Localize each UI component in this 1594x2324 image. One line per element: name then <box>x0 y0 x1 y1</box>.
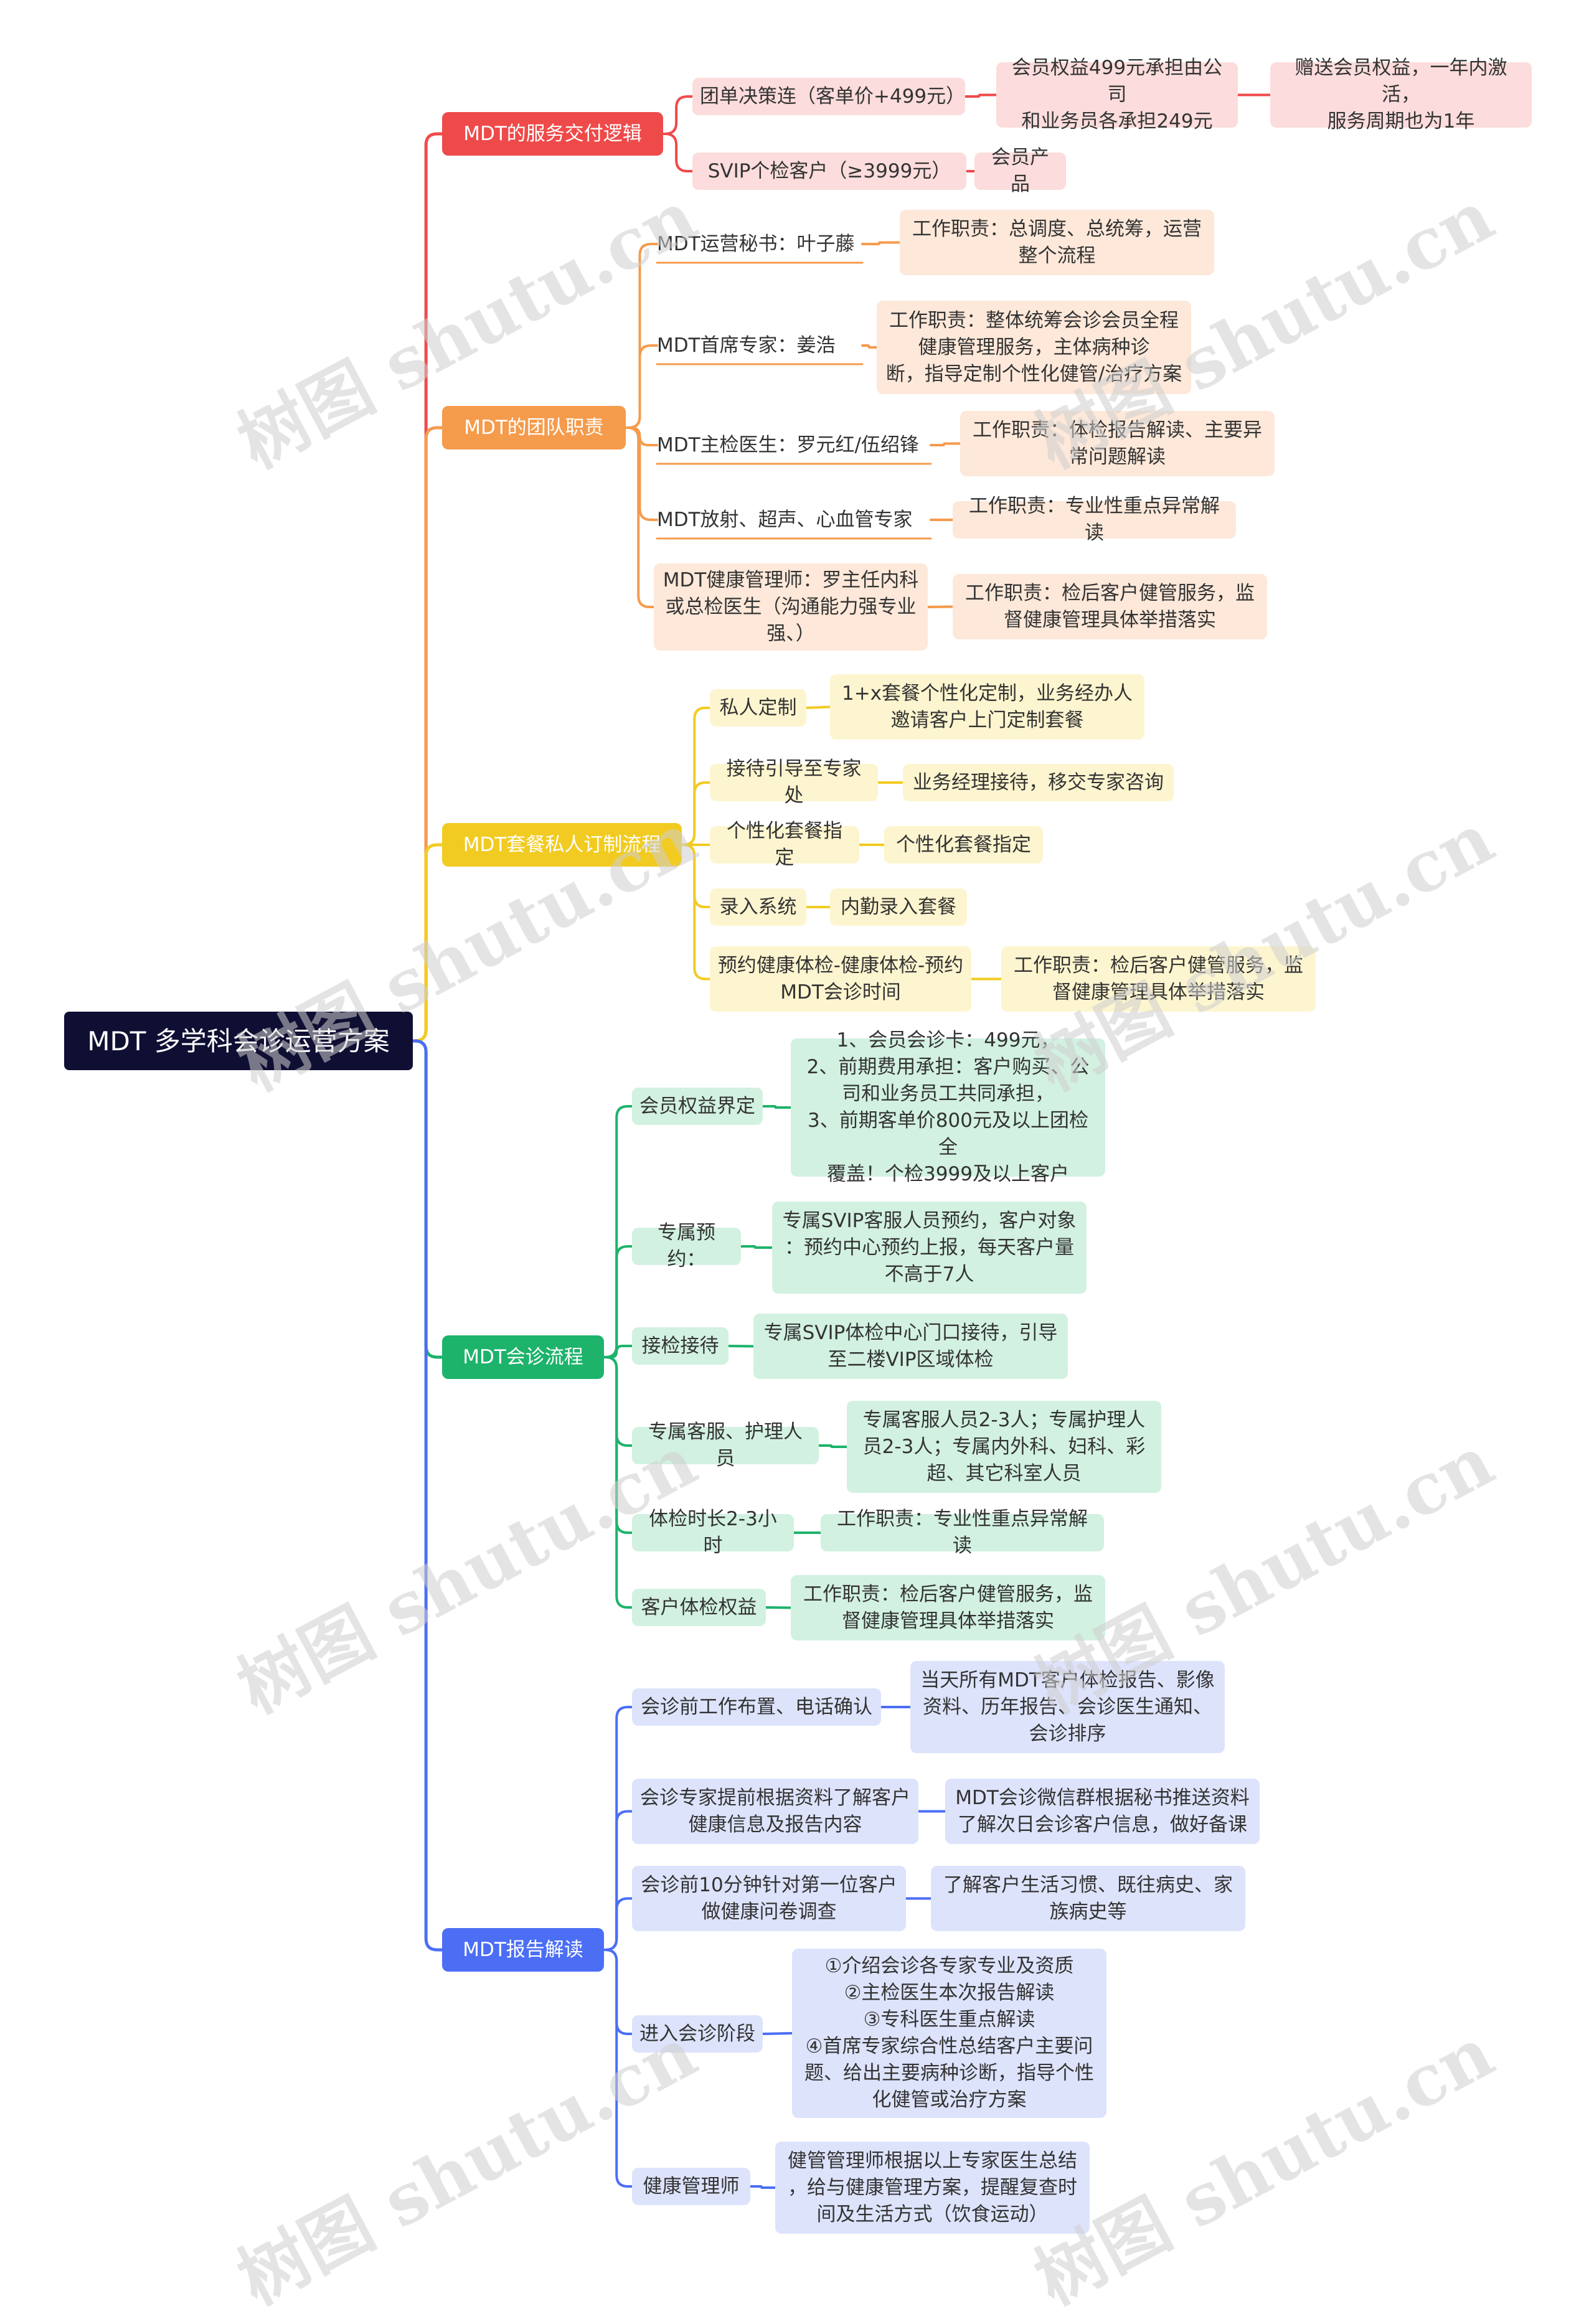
connector-line <box>861 344 878 349</box>
topic-member-rights[interactable]: 会员权益界定 <box>632 1088 763 1125</box>
detail-member-product[interactable]: 会员产品 <box>974 146 1066 195</box>
topic-health-manager-final[interactable]: 健康管理师 <box>632 2168 750 2205</box>
topic-chief-physician[interactable]: MDT主检医生：罗元红/伍绍锋 <box>657 433 919 456</box>
connector-line <box>681 844 711 908</box>
connector-line <box>681 844 711 981</box>
detail-exclusive-staff[interactable]: 专属客服人员2-3人；专属护理人 员2-3人；专属内外科、妇科、彩 超、其它科室… <box>847 1401 1161 1493</box>
connector-line <box>681 781 711 846</box>
connector-line <box>662 133 694 172</box>
detail-member-rights-cost[interactable]: 会员权益499元承担由公司 和业务员各承担249元 <box>996 57 1238 133</box>
branch-consultation-flow[interactable]: MDT会诊流程 <box>442 1335 604 1379</box>
connector-line <box>603 1356 633 1447</box>
connector-line <box>603 1949 633 2188</box>
detail-package-assign[interactable]: 个性化套餐指定 <box>884 826 1043 863</box>
connector-line <box>805 705 831 709</box>
detail-health-manager-final[interactable]: 健管管理师根据以上专家医生总结 ，给与健康管理方案，提醒复查时 间及生活方式（饮… <box>775 2142 1090 2234</box>
connector-line <box>625 426 658 446</box>
connector-line <box>603 1949 633 2035</box>
connector-line <box>603 1345 633 1358</box>
connector-line <box>411 1039 444 1952</box>
topic-health-manager[interactable]: MDT健康管理师：罗主任内科 或总检医生（沟通能力强专业 强、） <box>654 563 928 651</box>
detail-questionnaire[interactable]: 了解客户生活习惯、既往病史、家 族病史等 <box>931 1866 1245 1931</box>
detail-secretary-duty[interactable]: 工作职责：总调度、总统筹，运营 整个流程 <box>900 210 1214 275</box>
detail-chief-expert-duty[interactable]: 工作职责：整体统筹会诊会员全程 健康管理服务，主体病种诊 断，指导定制个性化健管… <box>877 301 1191 394</box>
detail-gift-member-rights[interactable]: 赠送会员权益，一年内激活， 服务周期也为1年 <box>1270 57 1532 133</box>
topic-operations-secretary[interactable]: MDT运营秘书：叶子藤 <box>657 232 855 255</box>
connector-line <box>662 95 694 135</box>
connector-line <box>603 1356 633 1609</box>
connector-line <box>411 843 444 1043</box>
connector-line <box>765 1606 792 1609</box>
detail-consult-stage[interactable]: ①介绍会诊各专家专业及资质 ②主检医生本次报告解读 ③专科医生重点解读 ④首席专… <box>792 1949 1106 2118</box>
detail-private-custom[interactable]: 1+x套餐个性化定制，业务经办人 邀请客户上门定制套餐 <box>830 674 1144 740</box>
topic-expert-prep[interactable]: 会诊专家提前根据资料了解客户 健康信息及报告内容 <box>632 1779 918 1844</box>
detail-exam-rights[interactable]: 工作职责：检后客户健管服务，监 督健康管理具体举措落实 <box>791 1575 1105 1640</box>
branch-report-interpretation[interactable]: MDT报告解读 <box>442 1928 604 1972</box>
connector-line <box>749 2185 776 2189</box>
detail-health-manager-duty[interactable]: 工作职责：检后客户健管服务，监 督健康管理具体举措落实 <box>953 574 1267 639</box>
detail-reception-guide[interactable]: 业务经理接待，移交专家咨询 <box>903 764 1174 801</box>
topic-system-entry[interactable]: 录入系统 <box>710 888 806 926</box>
connector-line <box>762 2032 793 2035</box>
connector-line <box>964 93 997 98</box>
connector-line <box>681 707 711 846</box>
detail-expert-prep[interactable]: MDT会诊微信群根据秘书推送资料 了解次日会诊客户信息，做好备课 <box>945 1779 1260 1844</box>
topic-chief-expert[interactable]: MDT首席专家：姜浩 <box>657 334 836 357</box>
detail-member-rights[interactable]: 1、会员会诊卡：499元， 2、前期费用承担：客户购买、公 司和业务员工共同承担… <box>791 1029 1105 1185</box>
topic-reception-guide[interactable]: 接待引导至专家处 <box>710 758 878 807</box>
detail-checkin-reception[interactable]: 专属SVIP体检中心门口接待，引导 至二楼VIP区域体检 <box>753 1314 1068 1379</box>
branch-team-duties[interactable]: MDT的团队职责 <box>442 406 626 449</box>
connector-line <box>740 1245 773 1249</box>
detail-pre-consult-setup[interactable]: 当天所有MDT客户体检报告、影像 资料、历年报告、会诊医生通知、 会诊排序 <box>910 1661 1225 1753</box>
detail-exam-duration[interactable]: 工作职责：专业性重点异常解读 <box>821 1508 1104 1557</box>
topic-svip-customer[interactable]: SVIP个检客户（≥3999元） <box>692 153 966 190</box>
connector-line <box>625 426 655 608</box>
connector-line <box>818 1444 848 1448</box>
connector-line <box>603 1245 633 1358</box>
connector-line <box>603 1810 633 1951</box>
connector-line <box>762 1105 792 1109</box>
connector-line <box>603 1897 633 1951</box>
connector-line <box>625 243 658 429</box>
topic-appointment[interactable]: 预约健康体检-健康体检-预约 MDT会诊时间 <box>710 946 971 1012</box>
connector-line <box>861 241 901 245</box>
detail-exclusive-booking[interactable]: 专属SVIP客服人员预约，客户对象 ：预约中心预约上报，每天客户量 不高于7人 <box>772 1202 1087 1294</box>
connector-line <box>727 1345 755 1348</box>
topic-package-assign[interactable]: 个性化套餐指定 <box>710 820 859 869</box>
topic-checkin-reception[interactable]: 接检接待 <box>632 1327 729 1365</box>
detail-system-entry[interactable]: 内勤录入套餐 <box>830 888 967 926</box>
branch-service-delivery[interactable]: MDT的服务交付逻辑 <box>442 112 663 156</box>
topic-exam-rights[interactable]: 客户体检权益 <box>632 1589 766 1626</box>
connector-line <box>603 1706 633 1951</box>
detail-specialist-duty[interactable]: 工作职责：专业性重点异常解读 <box>953 495 1236 544</box>
connector-line <box>930 442 961 446</box>
topic-questionnaire[interactable]: 会诊前10分钟针对第一位客户 做健康问卷调查 <box>632 1866 906 1931</box>
topic-specialists[interactable]: MDT放射、超声、心血管专家 <box>657 508 913 531</box>
topic-private-custom[interactable]: 私人定制 <box>710 689 806 727</box>
topic-pre-consult-setup[interactable]: 会诊前工作布置、电话确认 <box>632 1688 881 1726</box>
topic-exam-duration[interactable]: 体检时长2-3小时 <box>632 1508 794 1557</box>
connector-line <box>603 1105 633 1358</box>
topic-exclusive-booking[interactable]: 专属预约： <box>632 1221 741 1271</box>
detail-appointment[interactable]: 工作职责：检后客户健管服务，监 督健康管理具体举措落实 <box>1001 946 1316 1012</box>
root-topic[interactable]: MDT 多学科会诊运营方案 <box>64 1012 413 1070</box>
branch-custom-package[interactable]: MDT套餐私人订制流程 <box>442 823 682 867</box>
topic-consult-stage[interactable]: 进入会诊阶段 <box>632 2015 763 2053</box>
detail-physician-duty[interactable]: 工作职责：体检报告解读、主要异 常问题解读 <box>960 411 1275 476</box>
topic-group-decision[interactable]: 团单决策连（客单价+499元） <box>692 78 965 115</box>
connector-line <box>625 344 658 429</box>
connector-line <box>927 605 954 608</box>
topic-exclusive-staff[interactable]: 专属客服、护理人员 <box>632 1421 819 1470</box>
